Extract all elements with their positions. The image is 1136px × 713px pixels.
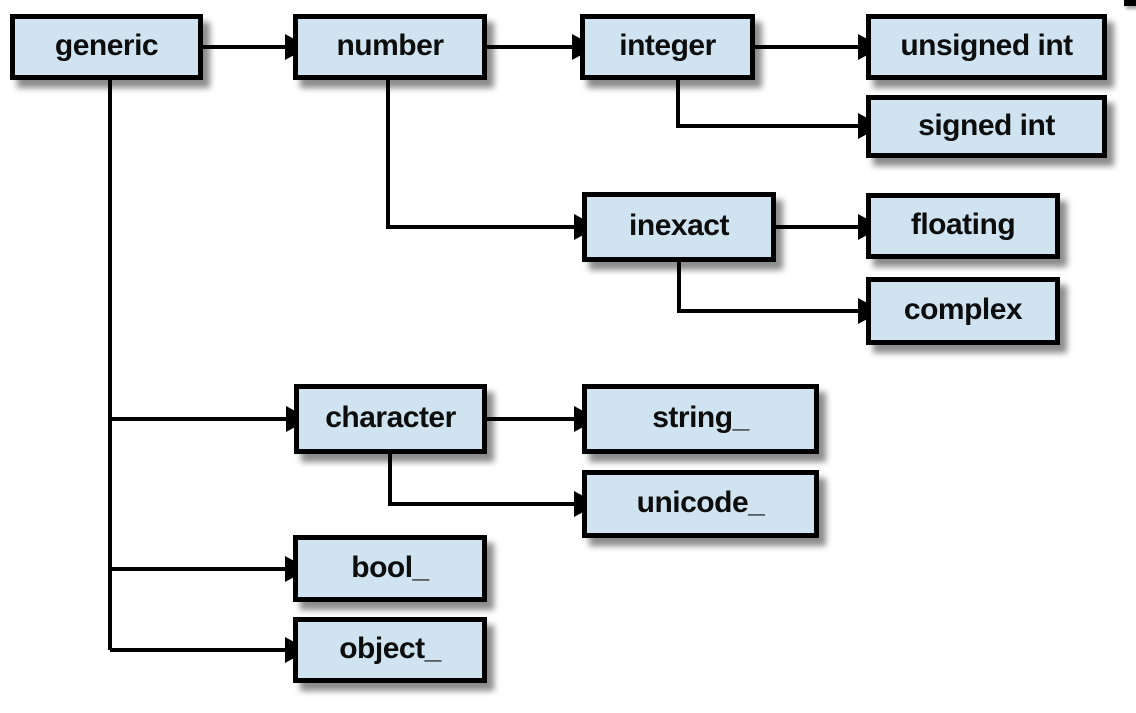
node-character: character (294, 384, 487, 454)
node-integer: integer (580, 14, 755, 80)
node-number: number (293, 14, 487, 80)
node-unicode: unicode_ (582, 470, 819, 538)
edge-number-inexact (386, 80, 574, 229)
node-label-unsigned-int: unsigned int (900, 29, 1073, 62)
node-signed-int: signed int (866, 95, 1107, 158)
edge-integer-signed-int (676, 80, 858, 128)
node-bool: bool_ (293, 535, 487, 602)
node-label-inexact: inexact (629, 209, 729, 242)
node-complex: complex (866, 277, 1060, 345)
node-label-integer: integer (619, 29, 716, 62)
node-label-signed-int: signed int (918, 108, 1055, 142)
node-label-unicode: unicode_ (636, 486, 765, 519)
node-label-floating: floating (910, 208, 1016, 241)
node-label-generic: generic (54, 29, 159, 62)
node-label-character: character (325, 401, 456, 434)
node-unsigned-int: unsigned int (866, 14, 1107, 80)
node-object: object_ (293, 617, 487, 683)
node-label-object: object_ (339, 632, 441, 665)
node-generic: generic (10, 14, 203, 80)
node-label-number: number (336, 29, 444, 62)
node-floating: floating (866, 193, 1060, 259)
node-inexact: inexact (582, 192, 776, 262)
node-label-complex: complex (903, 293, 1023, 326)
edge-inexact-complex (677, 262, 858, 313)
corner-mark (1124, 0, 1136, 6)
edge-character-unicode (388, 454, 574, 506)
node-label-bool: bool_ (351, 550, 429, 584)
node-string: string_ (582, 384, 819, 454)
node-label-string: string_ (652, 401, 749, 434)
